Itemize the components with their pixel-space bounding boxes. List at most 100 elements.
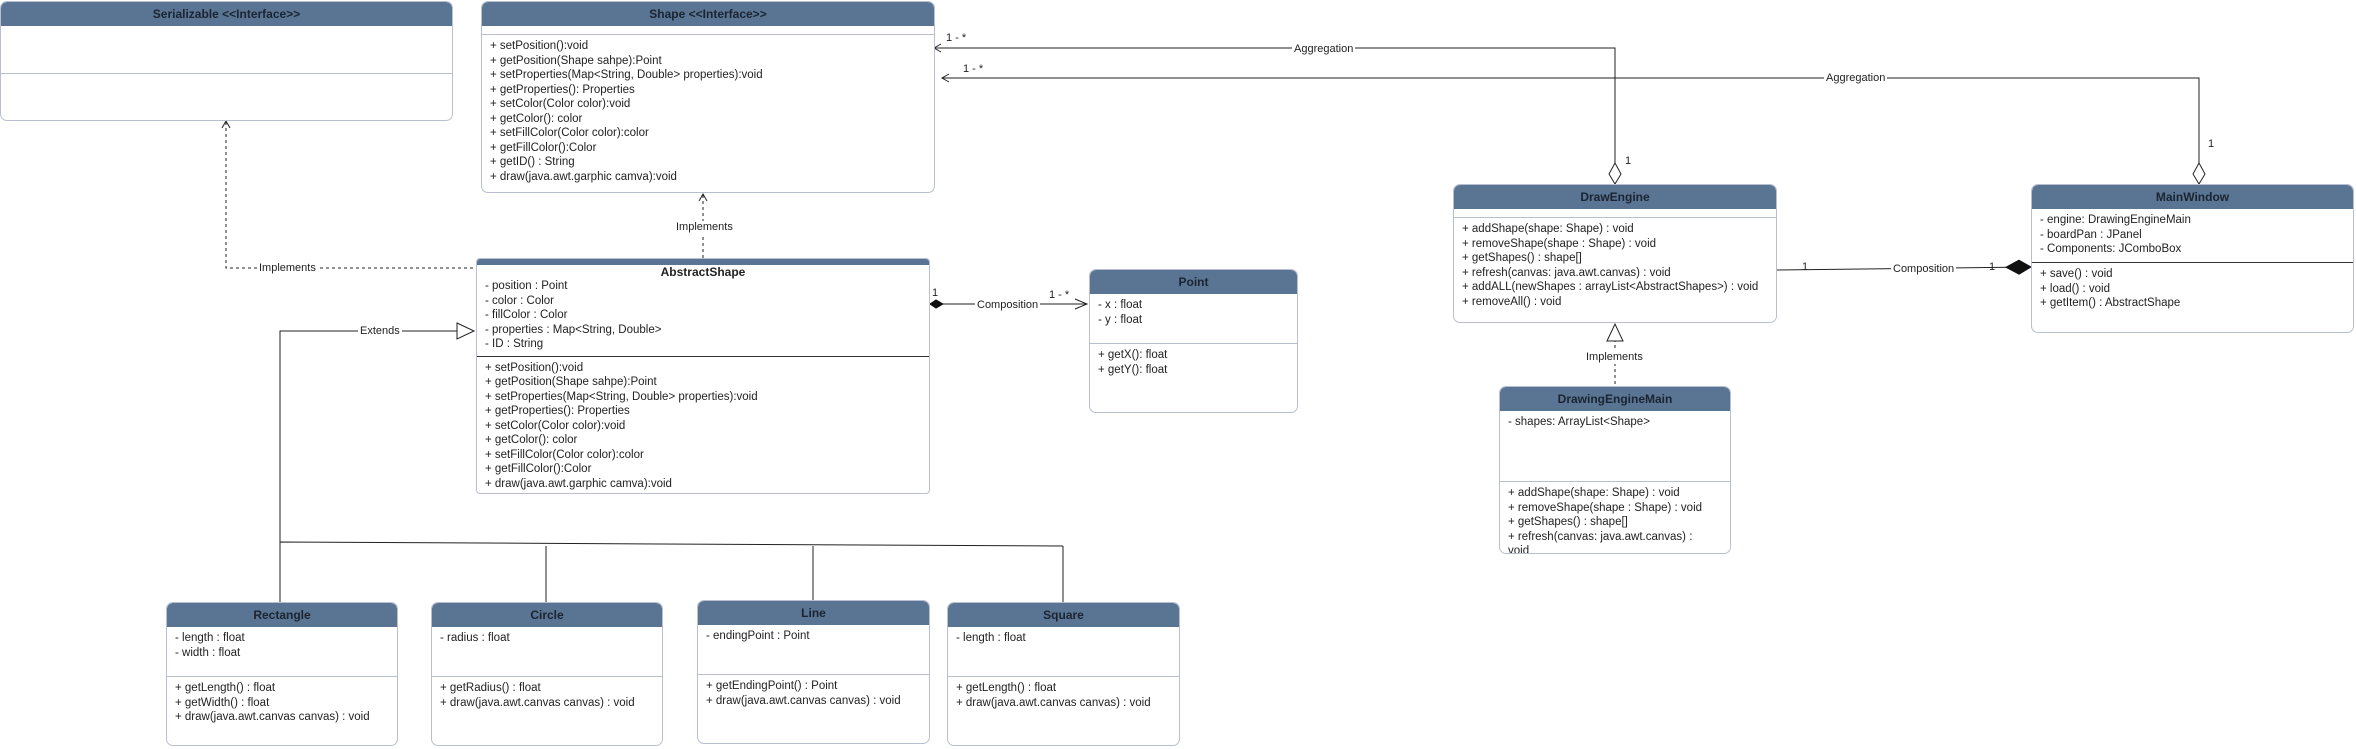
attributes-section [1,26,452,74]
method: + load() : void [2040,282,2110,295]
method: + removeShape(shape : Shape) : void [1508,501,1703,514]
method: + getFillColor():Color [485,463,592,475]
method: + draw(java.awt.canvas canvas) : void [440,696,635,709]
method: + addShape(shape: Shape) : void [1462,223,1634,235]
composition-label: Composition [1891,263,1957,276]
implements-label: Implements [674,221,735,234]
methods-section: + setPosition():void + getPosition(Shape… [477,357,929,494]
method: + refresh(canvas: java.awt.canvas) : [1508,530,1693,543]
method: + getID() : String [490,156,575,168]
methods-section: + getX(): float + getY(): float [1090,344,1297,381]
attribute: - y : float [1098,313,1143,326]
method: + removeAll() : void [1462,295,1562,308]
class-main-window[interactable]: MainWindow - engine: DrawingEngineMain -… [2031,184,2354,333]
attribute: - position : Point [485,280,568,292]
method: + refresh(canvas: java.awt.canvas) : voi… [1462,266,1671,279]
method: + setPosition():void [490,40,589,52]
method: + getX(): float [1098,349,1168,361]
method: + getLength() : float [175,682,276,694]
method: + draw(java.awt.canvas canvas) : void [175,711,370,723]
aggregation-label: Aggregation [1824,72,1888,85]
class-line[interactable]: Line - endingPoint : Point + getEndingPo… [697,600,930,744]
implements-label: Implements [257,262,318,275]
attribute: - boardPan : JPanel [2040,228,2142,241]
implements-label: Implements [1584,351,1645,364]
class-title: Line [698,601,929,625]
attribute: - shapes: ArrayList<Shape> [1508,416,1650,428]
multiplicity-target: 1 - * [1049,289,1070,301]
method: + setPosition():void [485,361,584,374]
class-title: Point [1090,270,1297,294]
class-point[interactable]: Point - x : float - y : float + getX(): … [1089,269,1298,413]
method: + setFillColor(Color color):color [485,448,644,461]
attributes-section: - length : float [948,627,1179,677]
attributes-section: - radius : float [432,627,662,677]
attribute: - engine: DrawingEngineMain [2040,214,2191,226]
class-circle[interactable]: Circle - radius : float + getRadius() : … [431,602,663,746]
class-rectangle[interactable]: Rectangle - length : float - width : flo… [166,602,398,746]
method: + getEndingPoint() : Point [706,680,838,692]
method: + setProperties(Map<String, Double> prop… [485,390,758,403]
attribute: - radius : float [440,632,510,644]
attribute: - length : float [175,632,245,644]
method: + addALL(newShapes : arrayList<AbstractS… [1462,281,1759,293]
attribute: - length : float [956,632,1026,644]
method: + draw(java.awt.garphic camva):void [485,477,672,490]
class-square[interactable]: Square - length : float + getLength() : … [947,602,1180,746]
method: + getShapes() : shape[] [1508,516,1628,528]
class-drawing-engine-main[interactable]: DrawingEngineMain - shapes: ArrayList<Sh… [1499,386,1731,554]
class-title: MainWindow [2032,185,2353,209]
methods-section: + getLength() : float + draw(java.awt.ca… [948,677,1179,714]
method: + draw(java.awt.garphic camva):void [490,170,677,183]
method: + getColor(): color [490,112,583,125]
methods-section: + getEndingPoint() : Point + draw(java.a… [698,675,929,712]
class-title: Serializable <<Interface>> [1,2,452,26]
composition-label: Composition [975,299,1041,312]
methods-section: + getLength() : float + getWidth() : flo… [167,677,397,729]
attributes-section: - endingPoint : Point [698,625,929,675]
method: + getProperties(): Properties [485,405,630,417]
method: + draw(java.awt.canvas canvas) : void [956,696,1151,709]
attributes-section: - engine: DrawingEngineMain - boardPan :… [2032,209,2353,263]
extends-label: Extends [358,325,402,338]
attribute: - endingPoint : Point [706,630,810,642]
method: + getFillColor():Color [490,141,597,154]
method: + getItem() : AbstractShape [2040,297,2181,309]
aggregation-drawengine-shape [932,43,1622,185]
class-shape[interactable]: Shape <<Interface>> + setPosition():void… [481,1,935,193]
multiplicity-source: 1 [932,287,939,299]
method: + setColor(Color color):void [485,419,626,432]
method: + save() : void [2040,268,2113,280]
method: void [1508,545,1530,554]
class-title: AbstractShape [660,265,746,279]
attributes-section: - position : Point - color : Color - fil… [477,279,929,357]
class-title: Square [948,603,1179,627]
attributes-section [482,26,934,35]
multiplicity-source: 1 [1625,155,1632,167]
class-abstract-shape[interactable]: AbstractShape - position : Point - color… [476,258,930,494]
class-title: DrawingEngineMain [1500,387,1730,411]
methods-section: + getRadius() : float + draw(java.awt.ca… [432,677,662,714]
method: + setProperties(Map<String, Double> prop… [490,69,763,81]
extends-line [279,322,476,542]
methods-section: + addShape(shape: Shape) : void + remove… [1500,482,1730,554]
multiplicity-target: 1 - * [946,32,967,44]
method: + getColor(): color [485,434,578,446]
attribute: - color : Color [485,294,555,307]
method: + setColor(Color color):void [490,98,631,110]
method: + getY(): float [1098,363,1168,376]
attribute: - Components: JComboBox [2040,243,2182,255]
class-header-bar [477,259,929,265]
attribute: - x : float [1098,299,1143,311]
extends-branch [279,541,1064,602]
implements-abstract-serializable [221,119,473,269]
class-title: DrawEngine [1454,185,1776,209]
aggregation-label: Aggregation [1292,43,1356,56]
attribute: - ID : String [485,338,544,350]
class-serializable[interactable]: Serializable <<Interface>> [0,1,453,121]
multiplicity-target: 1 - * [963,63,984,75]
class-draw-engine[interactable]: DrawEngine + addShape(shape: Shape) : vo… [1453,184,1777,323]
class-title: Rectangle [167,603,397,627]
method: + getRadius() : float [440,682,541,694]
attributes-section [1454,209,1776,218]
